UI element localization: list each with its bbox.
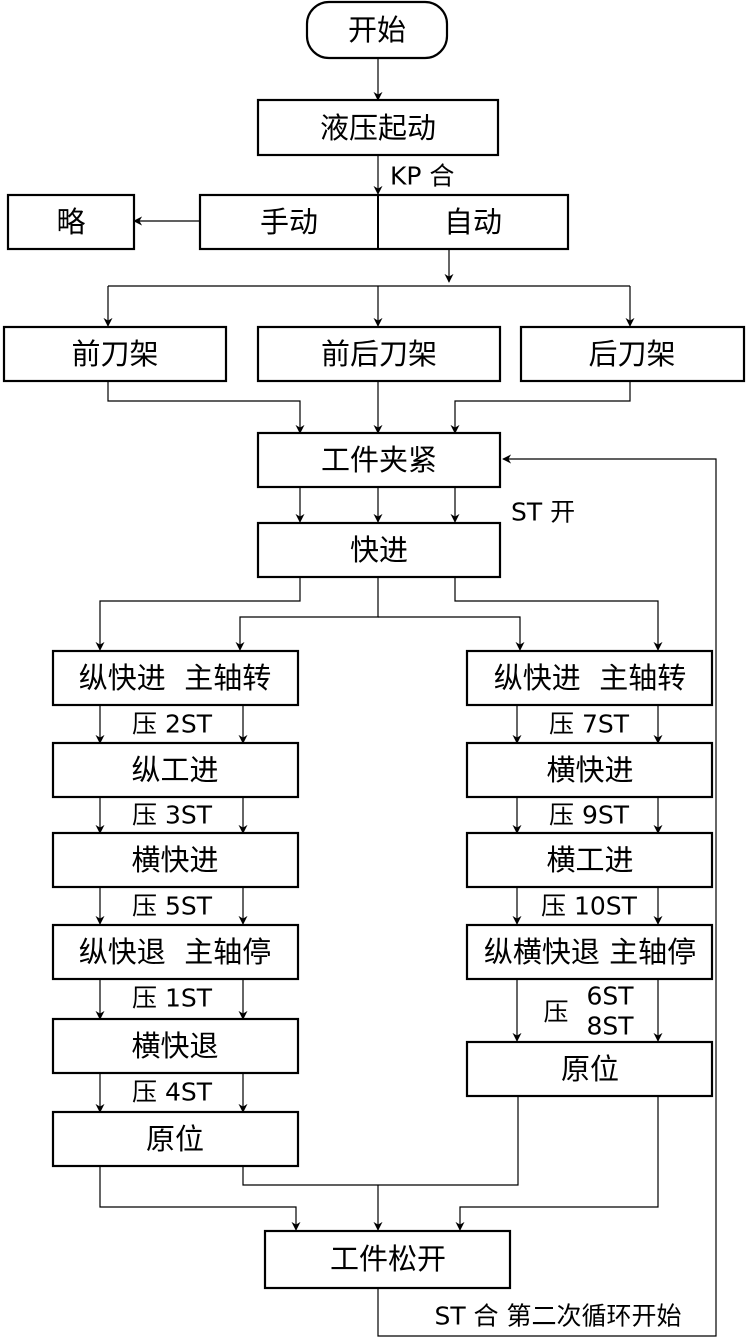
arrow-front-to-clamp <box>107 381 305 434</box>
rapid-advance-label: 快进 <box>350 533 408 567</box>
press-10st-label: 压 10ST <box>541 892 638 921</box>
release-box <box>263 1229 512 1290</box>
left-step2-label: 纵工进 <box>131 753 218 787</box>
hydraulic-start-label: 液压起动 <box>320 111 436 145</box>
condition-labels: KP 合 ST 开 压 2ST 压 3ST 压 5ST 压 1ST 压 4ST … <box>132 162 682 1331</box>
connectors <box>95 58 717 1337</box>
left-step4-label: 纵快退 主轴停 <box>79 935 271 969</box>
arrow-rapid-to-right-b <box>454 577 663 651</box>
arrow-right-home-to-release <box>455 1096 659 1231</box>
second-cycle-label: ST 合 第二次循环开始 <box>434 1302 681 1331</box>
right-step4-label: 纵横快退 主轴停 <box>484 935 696 969</box>
right-step3-box <box>465 831 714 889</box>
arrow-rapid-to-left-a <box>95 577 301 651</box>
press-3st-label: 压 3ST <box>132 801 213 830</box>
hydraulic-start-box <box>256 98 500 157</box>
front-tool-rest-box <box>2 325 228 383</box>
front-rear-tool-rest-label: 前后刀架 <box>321 337 437 371</box>
left-step3-box <box>51 831 300 889</box>
press-5st-label: 压 5ST <box>132 892 213 921</box>
box-labels: 开始 液压起动 略 手动 自动 前刀架 前后刀架 后刀架 工件夹紧 快进 纵快进… <box>56 13 696 1276</box>
st-6-label: 6ST <box>586 982 634 1011</box>
press-7st-label: 压 7ST <box>549 710 630 739</box>
front-tool-rest-label: 前刀架 <box>71 337 158 371</box>
press-6st-8st-prefix: 压 <box>543 998 568 1027</box>
clamp-label: 工件夹紧 <box>321 443 437 477</box>
start-label: 开始 <box>348 13 406 47</box>
arrow-left-home-to-release-a <box>99 1166 301 1231</box>
left-step1-box <box>51 649 300 707</box>
left-step1-label: 纵快进 主轴转 <box>79 661 271 695</box>
left-step5-label: 横快退 <box>131 1029 218 1063</box>
press-2st-label: 压 2ST <box>132 710 213 739</box>
left-home-box <box>51 1110 300 1168</box>
right-home-box <box>465 1040 714 1098</box>
rear-tool-rest-box <box>519 325 746 383</box>
arrow-rapid-to-left-b <box>235 577 379 651</box>
left-step5-box <box>51 1017 300 1075</box>
right-step3-label: 横工进 <box>546 843 633 877</box>
press-1st-label: 压 1ST <box>132 984 213 1013</box>
left-step4-box <box>51 923 300 981</box>
press-9st-label: 压 9ST <box>549 801 630 830</box>
right-step2-label: 横快进 <box>546 753 633 787</box>
st-8-label: 8ST <box>586 1012 634 1041</box>
release-label: 工件松开 <box>330 1242 446 1276</box>
start-terminal <box>305 0 449 60</box>
line-left-home-to-right-home <box>242 1096 519 1186</box>
left-step3-label: 横快进 <box>131 843 218 877</box>
right-step4-box <box>465 923 714 981</box>
kp-closed-label: KP 合 <box>390 162 454 191</box>
omitted-label: 略 <box>56 205 85 239</box>
omitted-box <box>6 193 136 251</box>
mode-box <box>198 193 570 251</box>
auto-label: 自动 <box>444 205 502 239</box>
manual-label: 手动 <box>260 205 318 239</box>
right-step1-box <box>465 649 714 707</box>
right-step1-label: 纵快进 主轴转 <box>494 661 686 695</box>
clamp-box <box>256 431 502 489</box>
arrow-loop-back-to-clamp <box>377 454 717 1337</box>
arrow-rear-to-clamp <box>450 381 631 434</box>
rapid-advance-box <box>256 521 502 579</box>
right-home-label: 原位 <box>561 1052 619 1086</box>
rear-tool-rest-label: 后刀架 <box>588 337 675 371</box>
boxes <box>2 0 746 1290</box>
left-step2-box <box>51 741 300 799</box>
front-rear-tool-rest-box <box>256 325 502 383</box>
press-4st-label: 压 4ST <box>132 1078 213 1107</box>
right-step2-box <box>465 741 714 799</box>
arrow-rapid-to-right-a <box>378 616 525 651</box>
left-home-label: 原位 <box>146 1122 204 1156</box>
st-open-label: ST 开 <box>511 498 575 527</box>
